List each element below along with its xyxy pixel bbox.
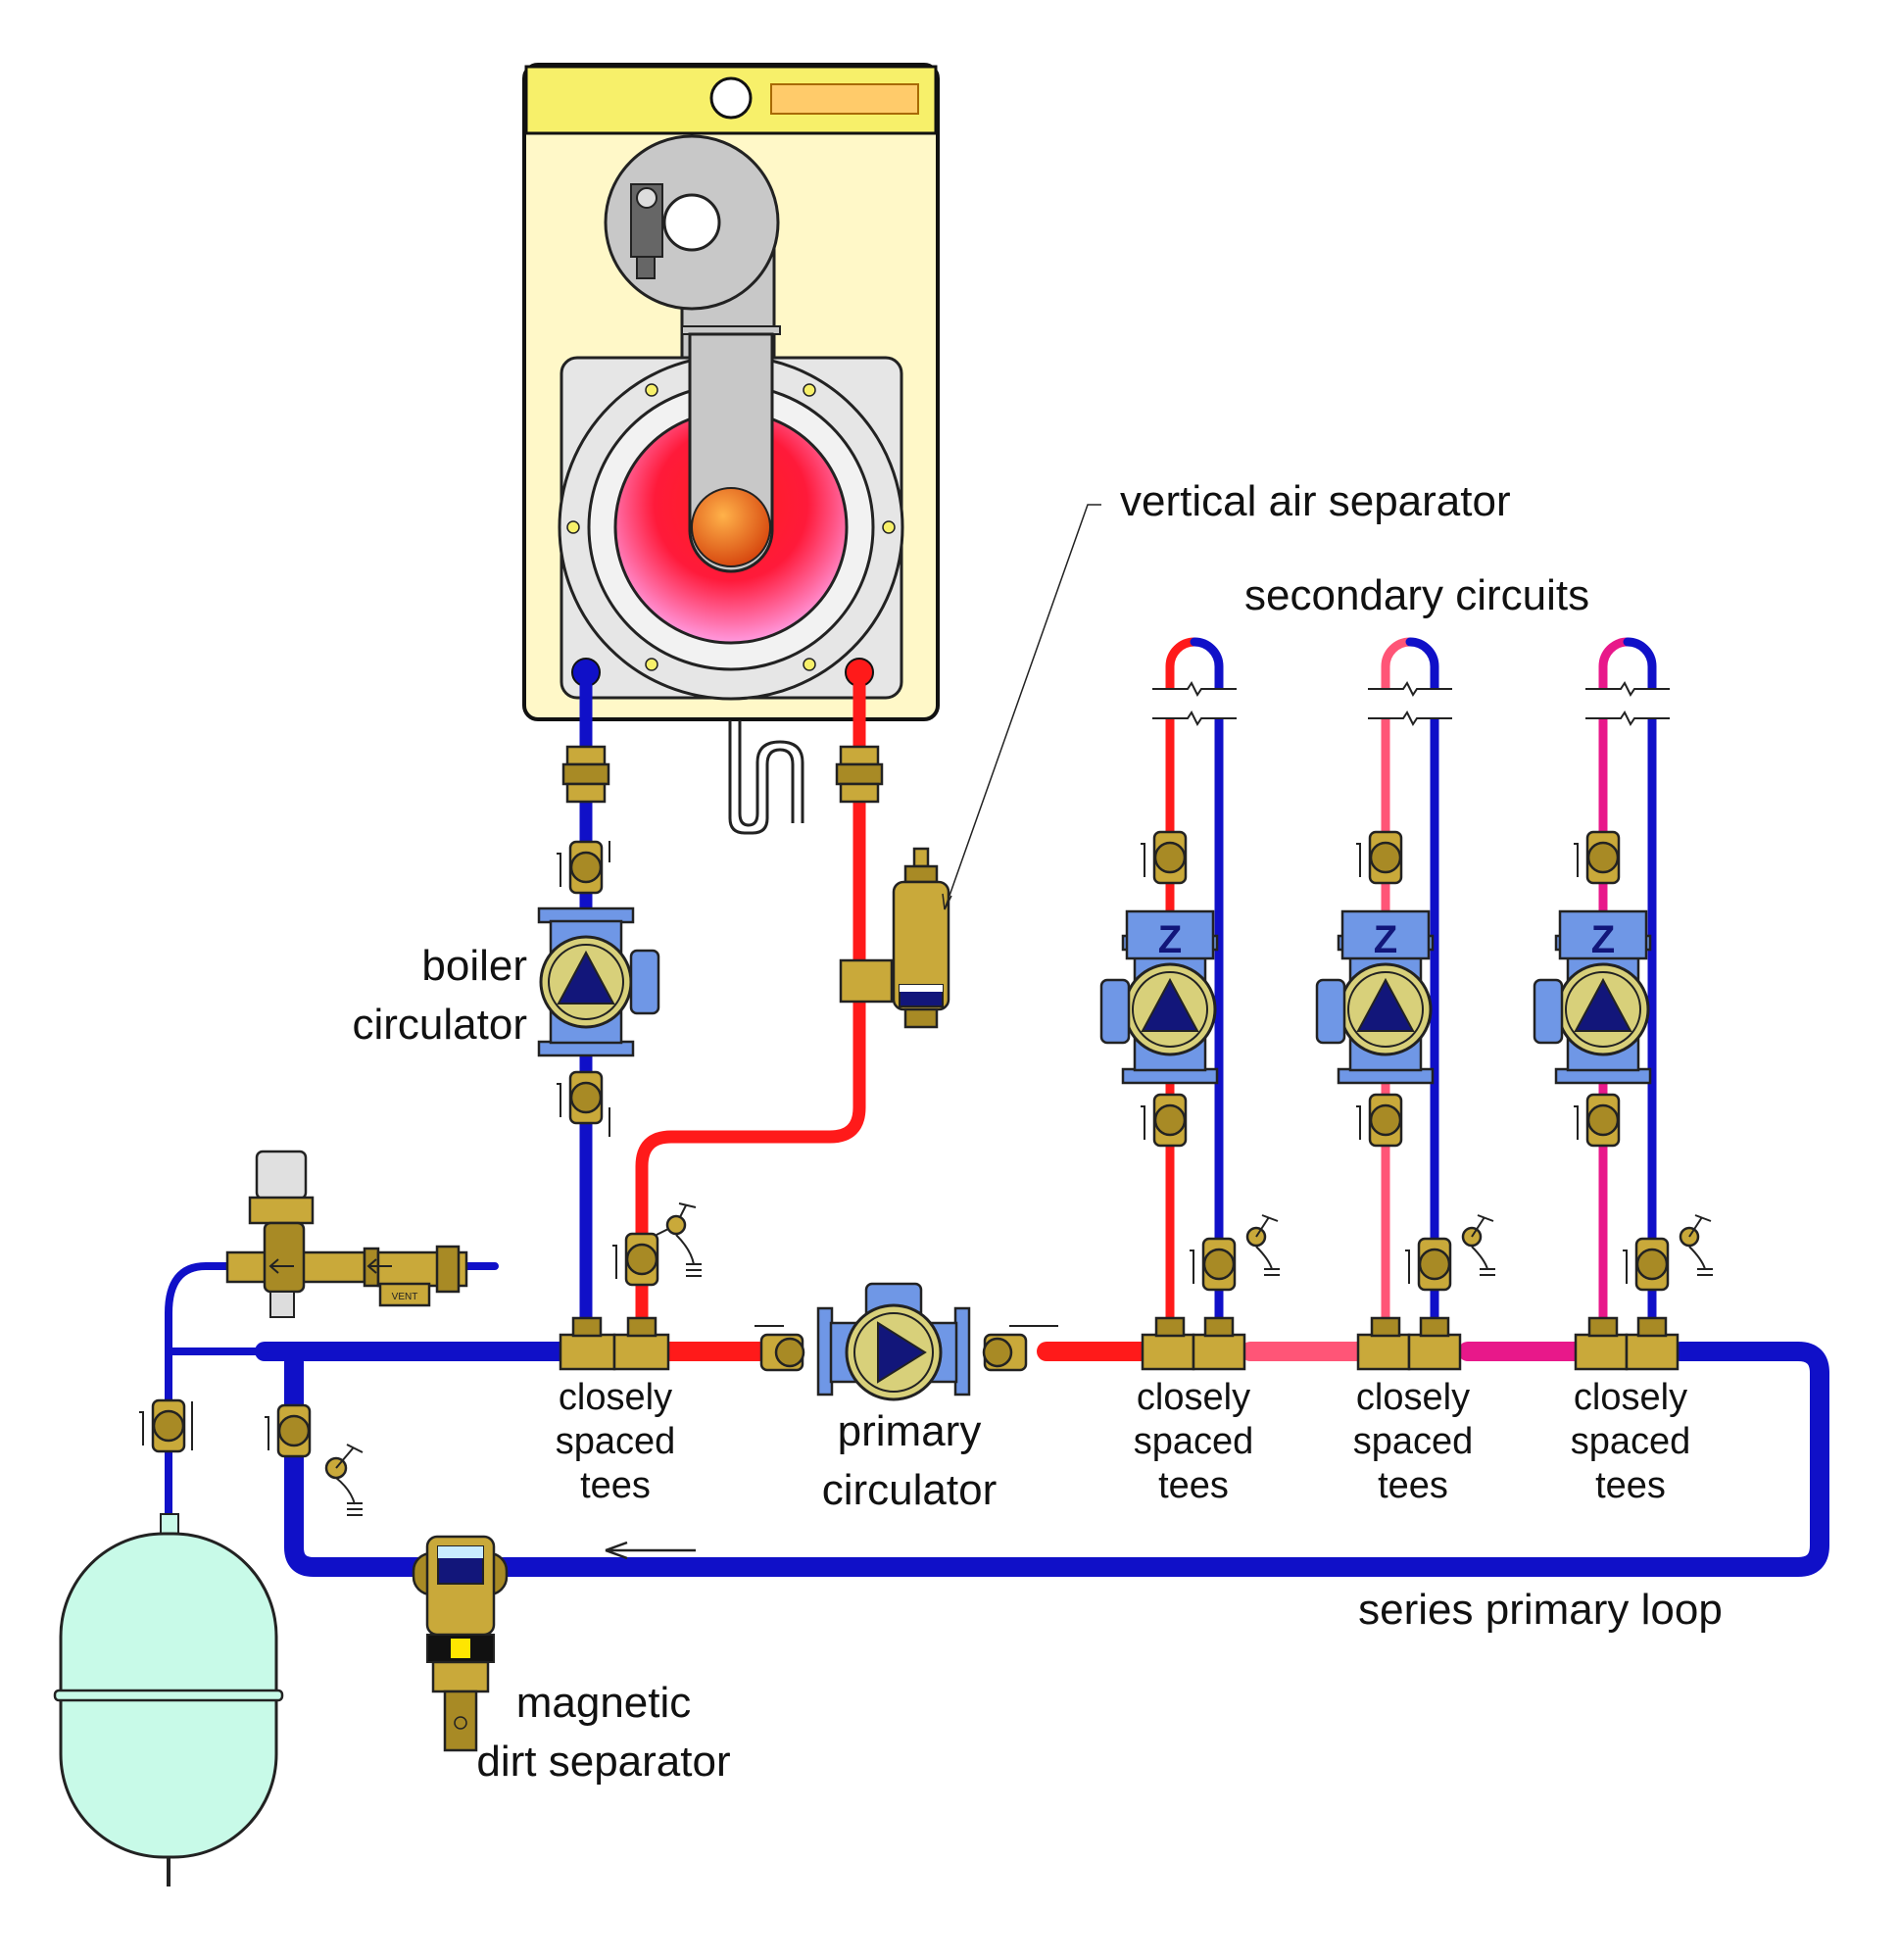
loop-drain-valve xyxy=(263,1403,364,1516)
label-tees-3-line3: tees xyxy=(1378,1465,1448,1506)
pressure-reducing-valve-icon: VENT xyxy=(225,1150,468,1318)
label-series-primary-loop: series primary loop xyxy=(1358,1586,1723,1634)
boiler-display xyxy=(770,83,919,115)
secondary-circuit-1 xyxy=(1165,637,1224,1338)
union-fitting-supply xyxy=(835,745,884,804)
flow-arrow-icon xyxy=(605,1541,696,1560)
label-tees-1-line1: closely xyxy=(559,1377,672,1418)
label-tees-3-line2: spaced xyxy=(1353,1421,1474,1462)
secondary-circuit-2 xyxy=(1381,637,1439,1338)
secondary-circulator-2: Z xyxy=(1315,830,1495,1371)
svg-text:Z: Z xyxy=(1374,918,1397,961)
union-fitting-return xyxy=(561,745,610,804)
svg-text:Z: Z xyxy=(1158,918,1182,961)
drain-valve-boiler-supply xyxy=(610,1202,702,1287)
label-tees-1-line3: tees xyxy=(580,1465,651,1506)
label-magnetic: magnetic xyxy=(516,1679,692,1727)
label-circulator: circulator xyxy=(353,1001,528,1049)
label-tees-2-line2: spaced xyxy=(1134,1421,1254,1462)
secondary-circulator-1: Z xyxy=(1099,830,1280,1371)
primary-circulator xyxy=(755,1282,1058,1401)
vent-tag: VENT xyxy=(392,1292,418,1302)
boiler xyxy=(522,63,940,835)
label-tees-3-line1: closely xyxy=(1356,1377,1470,1418)
air-separator-leader-line xyxy=(944,504,1101,910)
boiler-indicator-light xyxy=(709,76,753,120)
svg-text:Z: Z xyxy=(1591,918,1615,961)
closely-spaced-tees-1 xyxy=(559,1316,670,1371)
label-tees-2-line1: closely xyxy=(1137,1377,1250,1418)
series-primary-loop-return-pipe xyxy=(284,1342,1829,1577)
label-tees-4-line1: closely xyxy=(1574,1377,1687,1418)
air-separator-icon xyxy=(839,847,950,1029)
label-tees-4-line3: tees xyxy=(1595,1465,1666,1506)
label-boiler: boiler xyxy=(421,942,527,990)
label-secondary-circuits: secondary circuits xyxy=(1244,571,1589,619)
label-primary: primary xyxy=(838,1407,982,1455)
label-vertical-air-separator: vertical air separator xyxy=(1120,477,1511,525)
secondary-circuit-3 xyxy=(1598,637,1657,1338)
label-tees-4-line2: spaced xyxy=(1571,1421,1691,1462)
label-tees-1-line2: spaced xyxy=(556,1421,676,1462)
expansion-tank-icon xyxy=(53,1532,284,1886)
label-dirt-separator: dirt separator xyxy=(476,1738,730,1786)
label-tees-2-line3: tees xyxy=(1158,1465,1229,1506)
secondary-circulator-3: Z xyxy=(1533,830,1713,1371)
label-primary-circulator: circulator xyxy=(822,1466,998,1514)
boiler-circulator xyxy=(537,840,660,1137)
dirt-separator-icon xyxy=(412,1535,509,1752)
